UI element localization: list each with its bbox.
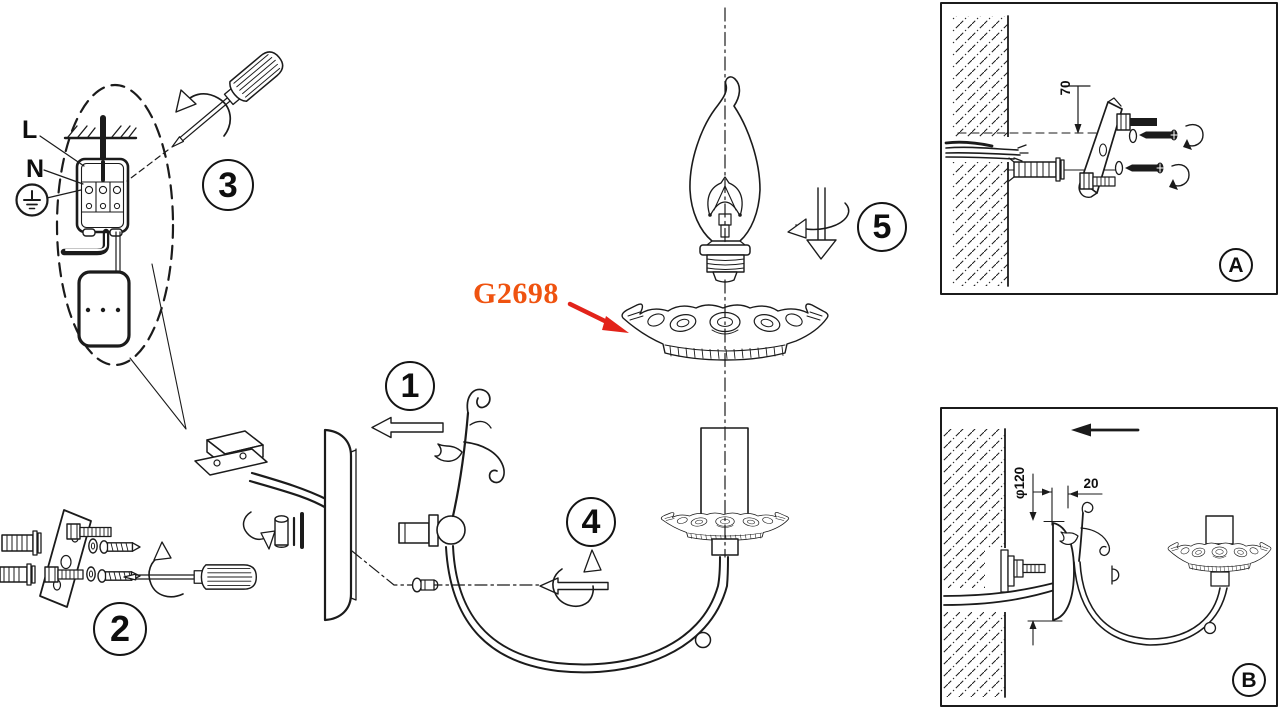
rotation-arrow-icon [1185,123,1204,147]
assembly-axis-line [351,550,541,586]
screwdriver-step2 [123,564,258,590]
supply-wires [943,582,1059,606]
earth-ground-icon [15,183,49,217]
rotation-arrow-icon [1171,163,1190,187]
bulb-base-collar [699,244,751,256]
arm-ball-joint [436,515,466,545]
wall-anchor [1013,161,1057,178]
mounting-screw [1022,563,1046,574]
set-screw [411,577,423,593]
detail-oval [55,83,175,367]
inset-b-badge: B [1232,663,1266,697]
decorative-scroll [451,411,470,518]
live-leader-line [39,135,85,167]
wall-backplate [1052,522,1075,621]
inset-a-badge: A [1219,248,1253,282]
dimension-offset-label: 20 [1083,476,1099,491]
dimension-height-label: 70 [1058,80,1073,96]
insert-arrow-step4 [539,577,609,595]
rotation-arrow-step5 [817,187,826,241]
rotation-arrow-wire-nut [242,511,266,541]
wall-backplate [323,428,353,622]
direction-arrow-step1 [371,416,444,439]
step2-hardware [0,509,258,608]
bobeche-installed [1167,542,1272,573]
rotation-arrow-step4 [552,568,595,607]
arm-finial-ball [694,631,712,649]
dimension-70-lines [1063,85,1091,127]
sconce-arm [452,545,721,666]
sconce-arm [1079,561,1221,640]
mounting-bracket-plate [39,509,92,608]
neutral-leader-line [43,169,84,185]
live-wire-label: L [22,116,38,144]
earth-leader-line [46,189,82,199]
step-badge-3: 3 [202,159,254,211]
inset-b-border [940,407,1278,707]
dimension-diameter-label: φ120 [1012,466,1027,500]
candle-parts [567,7,850,558]
wiring-detail [15,46,288,367]
candle-sleeve [1205,515,1234,545]
step-badge-4: 4 [566,497,616,547]
step-badge-5: 5 [857,202,907,252]
backplate-assembly [323,388,729,674]
inset-a-border [940,2,1278,295]
terminal-block [75,157,130,234]
neutral-wire-label: N [26,155,45,183]
part-pointer-arrow [567,301,629,333]
step-badge-2: 2 [93,602,147,656]
threaded-nipple [398,522,430,544]
bracket-and-wires [129,263,330,550]
inset-panel-a [940,2,1278,295]
step-badge-1: 1 [385,361,435,411]
inset-panel-b [940,407,1278,707]
rotation-arrow-step2 [148,555,184,598]
part-code-label: G2698 [473,277,559,310]
rotation-arrow-step3 [182,93,232,137]
fixture-wires [248,471,330,511]
